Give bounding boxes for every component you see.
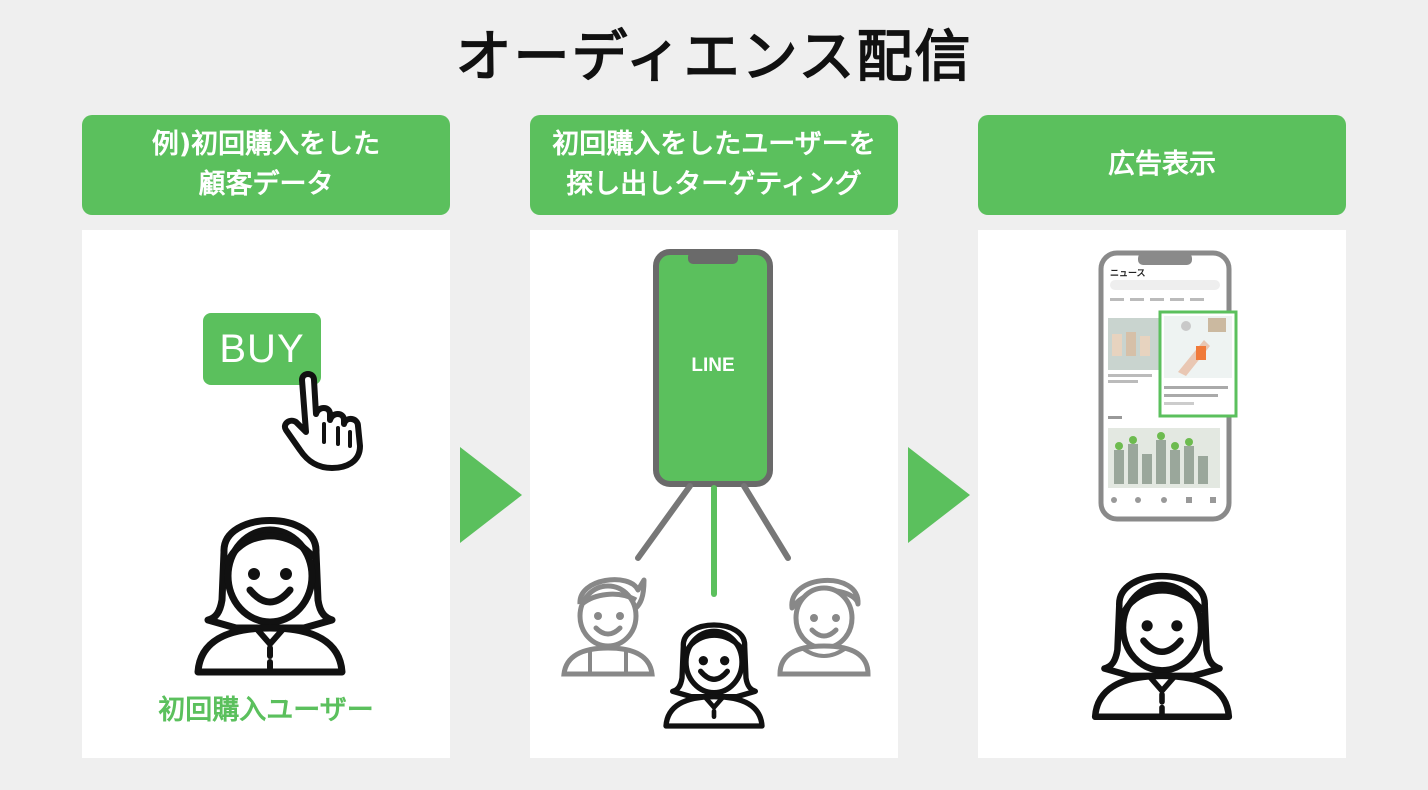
hooded-user-icon <box>777 578 871 677</box>
highlighted-ad-card <box>1158 310 1238 418</box>
arrow-right-icon <box>908 447 970 543</box>
step-1-header: 例)初回購入をした 顧客データ <box>82 115 450 215</box>
step-2-header-line-1: 初回購入をしたユーザーを <box>552 129 876 160</box>
step-1-header-line-2: 顧客データ <box>198 169 334 200</box>
smartphone-icon <box>653 249 773 487</box>
woman-user-icon <box>663 622 765 729</box>
step-1-header-line-1: 例)初回購入をした <box>151 129 381 160</box>
buy-button: BUY <box>203 313 321 385</box>
step-3-header: 広告表示 <box>978 115 1346 215</box>
targeting-lines <box>635 483 791 597</box>
step-2-header-line-2: 探し出しターゲティング <box>566 169 862 200</box>
woman-user-icon <box>194 517 346 676</box>
step-3-header-line-1: 広告表示 <box>1108 149 1216 180</box>
hand-pointer-icon <box>282 371 363 471</box>
first-purchase-user-caption: 初回購入ユーザー <box>158 695 374 726</box>
news-screen-title: ニュース <box>1110 269 1146 279</box>
page-title: オーディエンス配信 <box>455 25 973 90</box>
step-2-header: 初回購入をしたユーザーを 探し出しターゲティング <box>530 115 898 215</box>
arrow-right-icon <box>460 447 522 543</box>
phone-app-label: LINE <box>691 355 735 376</box>
woman-user-icon <box>1091 573 1233 721</box>
man-user-icon <box>561 577 655 677</box>
